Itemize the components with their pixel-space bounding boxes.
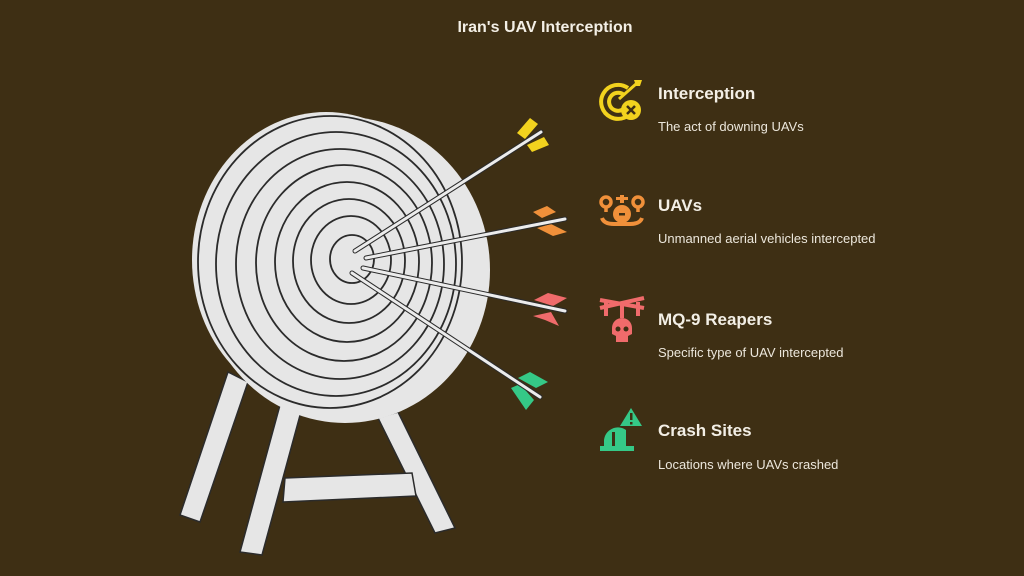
- item-description: Specific type of UAV intercepted: [658, 345, 844, 360]
- item-title: UAVs: [658, 196, 703, 215]
- target-stand: [179, 370, 457, 556]
- item-description: The act of downing UAVs: [658, 119, 804, 134]
- legend-item-mq9-reapers: MQ-9 Reapers Specific type of UAV interc…: [598, 292, 998, 362]
- legend-item-interception: Interception The act of downing UAVs: [598, 78, 998, 148]
- stand-leg-left: [179, 370, 249, 523]
- item-title: MQ-9 Reapers: [658, 310, 773, 329]
- stand-crossbar: [282, 472, 417, 503]
- crash-warning-icon: [600, 408, 642, 451]
- legend-item-crash-sites: Crash Sites Locations where UAVs crashed: [598, 404, 998, 474]
- item-title: Crash Sites: [658, 421, 752, 440]
- legend-item-uavs: UAVs Unmanned aerial vehicles intercepte…: [598, 190, 998, 260]
- arrow-orange: [363, 206, 568, 261]
- target-cross-icon: [599, 80, 642, 121]
- diagram-title: Iran's UAV Interception: [457, 19, 633, 36]
- target-board: [192, 112, 490, 423]
- drone-icon: [599, 195, 645, 226]
- arrows: [349, 118, 568, 410]
- item-description: Locations where UAVs crashed: [658, 457, 839, 472]
- arrow-red: [360, 265, 568, 326]
- item-title: Interception: [658, 84, 756, 103]
- arrow-yellow: [352, 118, 549, 254]
- drone-skull-icon: [599, 296, 645, 342]
- stand-leg-right: [376, 411, 457, 534]
- arrow-green: [349, 270, 548, 410]
- item-description: Unmanned aerial vehicles intercepted: [658, 231, 876, 246]
